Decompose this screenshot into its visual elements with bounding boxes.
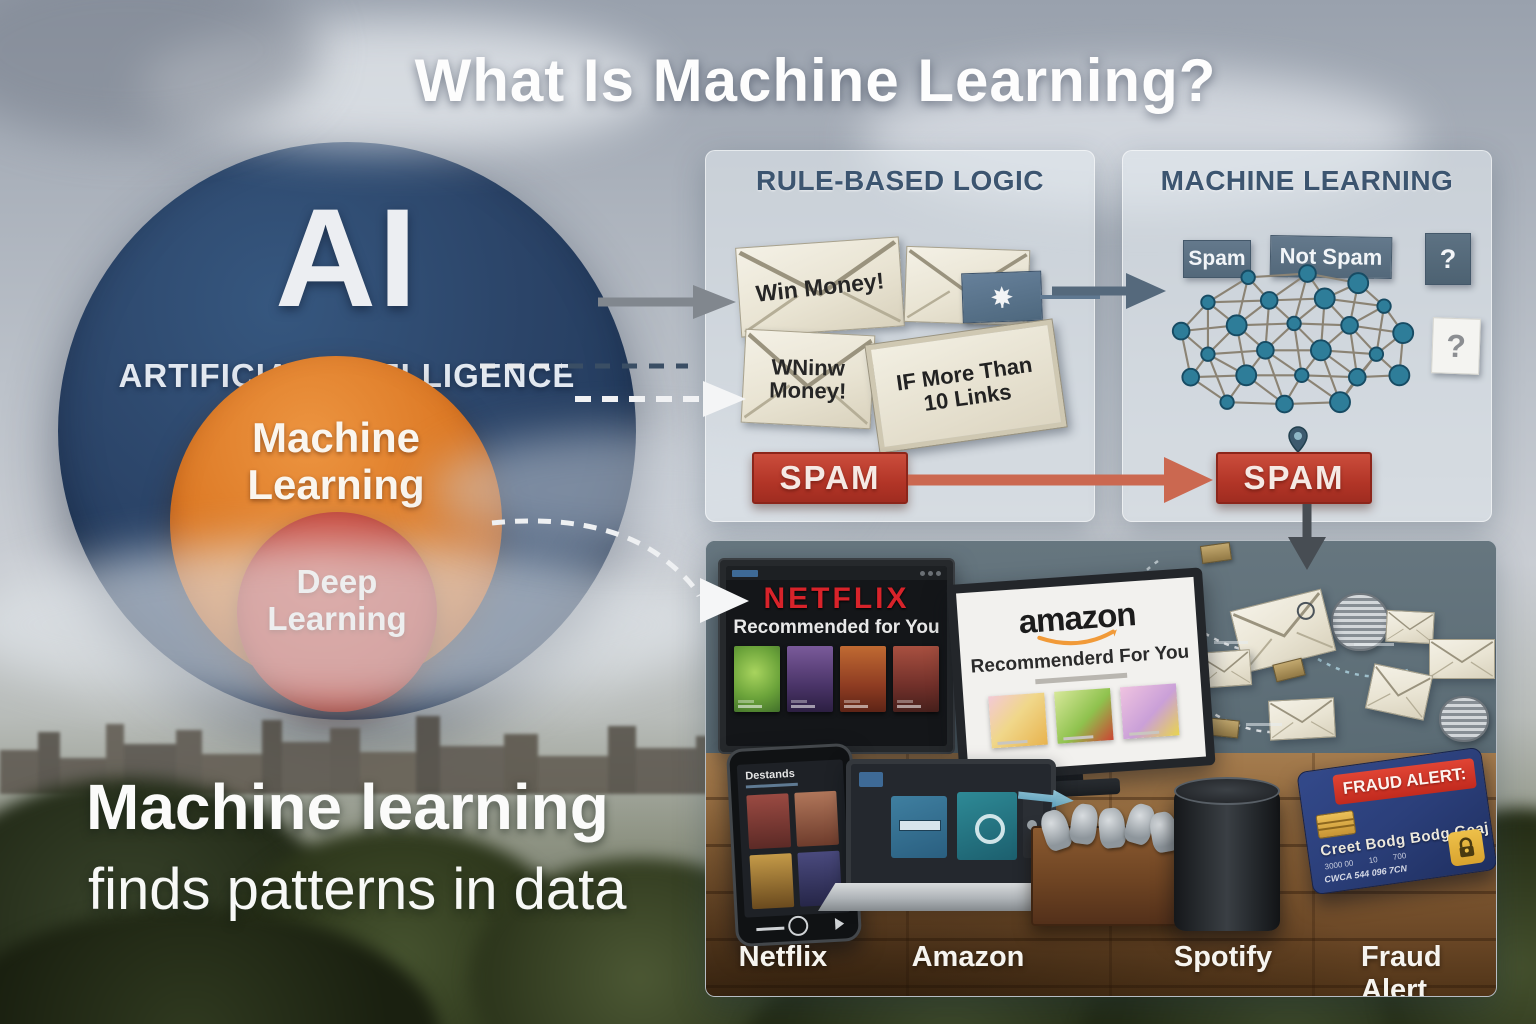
coil-spring [1439, 696, 1489, 742]
phone-thumbnail [749, 853, 795, 910]
illegible-label [1246, 723, 1282, 726]
ml-panel-title: MACHINE LEARNING [1160, 165, 1454, 196]
phone-thumbnail [794, 790, 840, 847]
phone-thumbnail [746, 793, 792, 850]
illegible-label [1354, 643, 1394, 646]
phone-home-button [787, 915, 809, 937]
window-bar [726, 566, 947, 580]
netflix-heading: Recommended for You [733, 617, 940, 638]
label-fraud-alert: Fraud Alert [1361, 941, 1442, 997]
laptop-screen [846, 759, 1056, 895]
amazon-subline [1035, 672, 1128, 685]
spam-envelope-win-money: Win Money! [735, 236, 905, 338]
app-chip [859, 772, 883, 787]
netflix-phone: Destands [725, 742, 863, 948]
lock-icon [1447, 828, 1486, 867]
spotify-speaker [1174, 777, 1280, 931]
menu-chip [732, 569, 758, 577]
laptop-app-tiles [857, 770, 1045, 884]
illegible-label [1214, 641, 1248, 644]
netflix-logo: NETFLIX [763, 582, 910, 615]
product-thumbnail [1119, 683, 1180, 740]
movie-thumbnail [893, 646, 939, 712]
amazon-monitor: amazon Recommenderd For You [946, 567, 1216, 783]
label-netflix: Netflix [738, 941, 828, 973]
phone-slider [756, 926, 785, 932]
neural-network-graph [1171, 264, 1415, 414]
envelope-text: Win Money! [754, 267, 886, 307]
phone-play-icon [834, 917, 845, 930]
envelope-text: WNinw Money! [769, 354, 847, 404]
speaker-top [1174, 777, 1280, 805]
amazon-smile-icon [1037, 629, 1117, 646]
ai-abbreviation: AI [275, 179, 419, 336]
spam-result-ml: SPAM [1216, 452, 1372, 504]
product-thumbnail [1054, 688, 1114, 744]
movie-thumbnail [734, 646, 780, 712]
label-spotify: Spotify [1173, 941, 1273, 973]
app-tile-spotify [957, 792, 1017, 860]
spam-envelope-wninw-money: WNinw Money! [740, 328, 876, 430]
leaf-icon [989, 284, 1016, 311]
spam-result-rule: SPAM [752, 452, 908, 504]
netflix-tv: NETFLIX Recommended for You [718, 558, 955, 754]
flow-envelope [1267, 697, 1337, 741]
credit-card: FRAUD ALERT: Creet Bodg Bodg Geaj 3000 0… [1296, 746, 1496, 896]
window-dot [928, 570, 933, 576]
speaker-body [1174, 789, 1280, 931]
card-chip [1315, 810, 1357, 840]
flag-tag [961, 270, 1043, 324]
app-tile-blue [891, 796, 947, 858]
product-thumbnails [963, 682, 1204, 750]
flow-envelope [1385, 609, 1435, 645]
window-dot [936, 570, 941, 576]
cloud-shape [0, 540, 720, 710]
netflix-screen: NETFLIX Recommended for You [726, 566, 947, 746]
fraud-alert-banner: FRAUD ALERT: [1332, 758, 1477, 806]
page-title: What Is Machine Learning? [414, 47, 1217, 114]
laptop-base [818, 883, 1066, 911]
movie-thumbnail [840, 646, 886, 712]
question-box-dark: ? [1425, 233, 1471, 285]
question-box-light: ? [1431, 317, 1481, 375]
pin-icon [1288, 426, 1308, 453]
rule-text: IF More Than 10 Links [894, 351, 1034, 416]
rule-panel-title: RULE-BASED LOGIC [756, 165, 1044, 196]
movie-thumbnail [787, 646, 833, 712]
tag-spam: Spam [1183, 240, 1251, 278]
movie-thumbnails [726, 646, 947, 712]
flow-envelope [1429, 639, 1495, 679]
label-amazon: Amazon [911, 941, 1025, 973]
product-thumbnail [988, 692, 1048, 749]
applications-panel: NETFLIX Recommended for You amazon Rec [705, 540, 1497, 997]
toolbox-with-clips [1031, 801, 1185, 926]
phone-app-title: Destands [745, 767, 796, 783]
window-dot [920, 570, 925, 576]
caption-bold: Machine learning [86, 771, 609, 843]
caption-regular: finds patterns in data [88, 857, 627, 922]
